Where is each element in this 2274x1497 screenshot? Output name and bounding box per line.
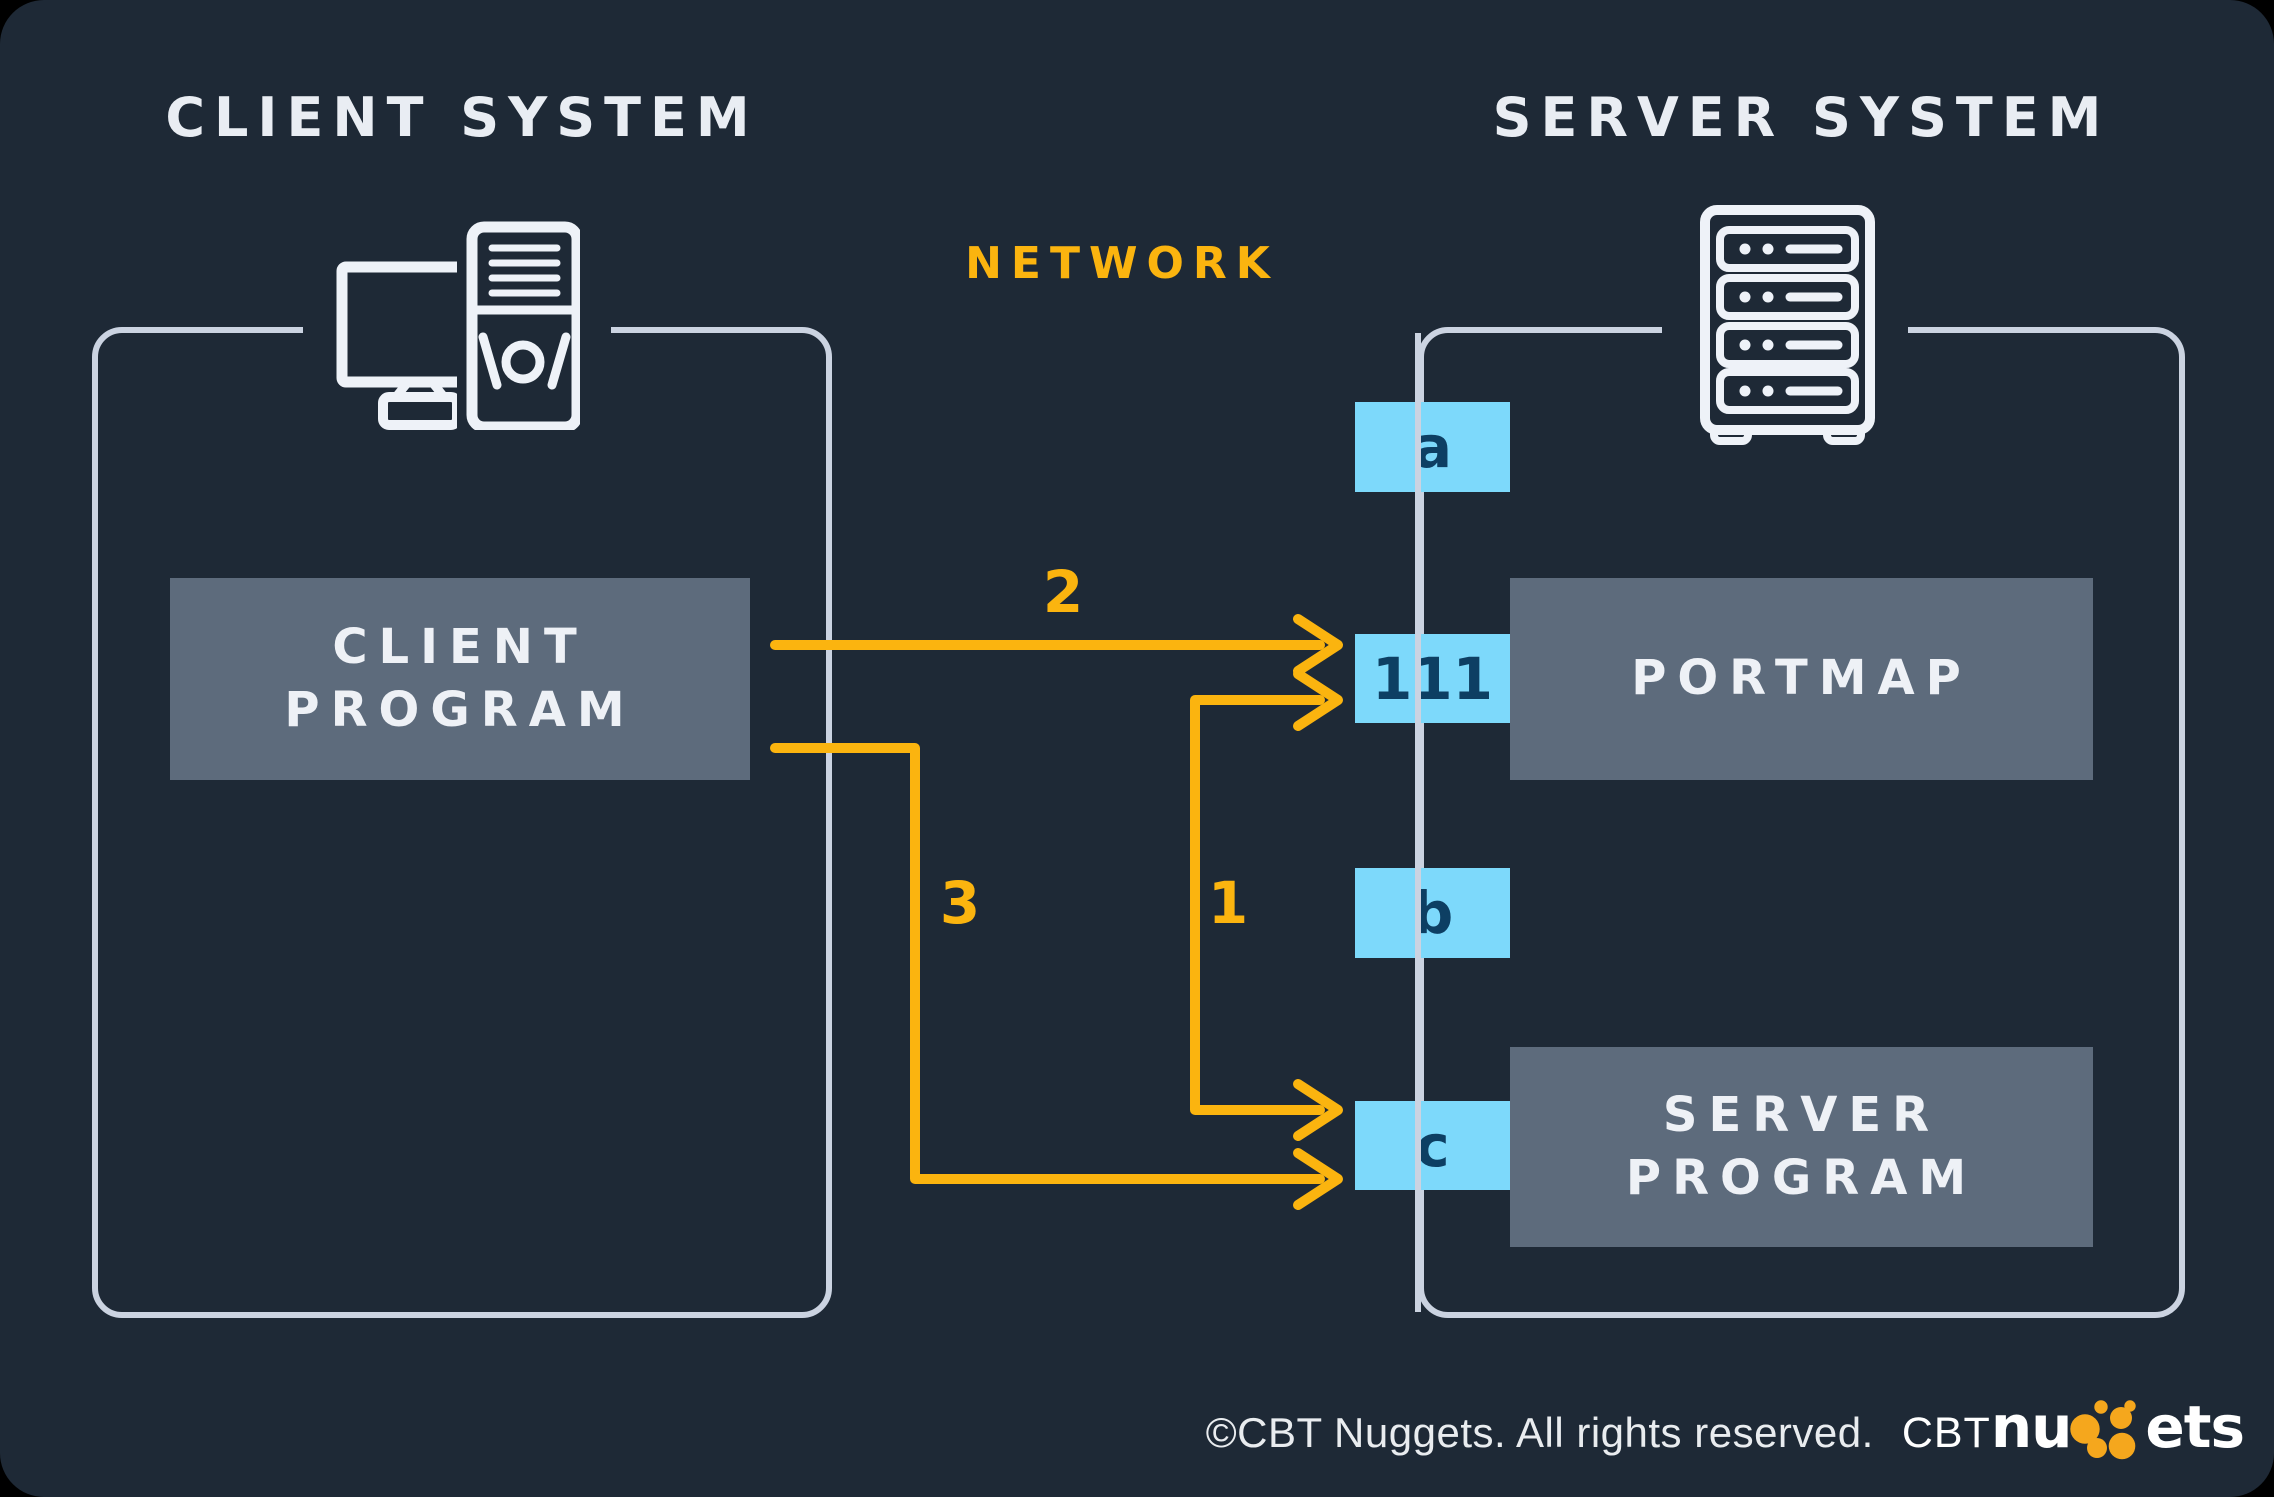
client-program-label-line1: CLIENT <box>332 618 588 675</box>
arrow-label-2: 2 <box>1042 558 1084 626</box>
portmap-box: PORTMAP <box>1510 578 2093 780</box>
client-program-label-line2: PROGRAM <box>284 682 636 738</box>
arrow-label-3: 3 <box>939 869 981 937</box>
server-system-title: SERVER SYSTEM <box>1492 86 2111 149</box>
arrow-2-head <box>1293 614 1343 676</box>
port-box-b: b <box>1355 868 1510 958</box>
arrow-3-line <box>770 743 1325 1184</box>
arrow-1-head-server <box>1293 1079 1343 1141</box>
port-box-a: a <box>1355 402 1510 492</box>
client-system-title: CLIENT SYSTEM <box>165 86 759 149</box>
tower-power-button <box>501 340 545 384</box>
server-program-label-line2: PROGRAM <box>1625 1150 1978 1206</box>
monitor-stand-base <box>378 392 462 430</box>
port-box-111: 111 <box>1355 634 1510 723</box>
footer-copyright: ©CBT Nuggets. All rights reserved. <box>1205 1409 1874 1456</box>
logo-ets-text: ets <box>2145 1393 2245 1461</box>
tower-shape <box>466 221 580 430</box>
server-program-box: SERVER PROGRAM <box>1510 1047 2093 1247</box>
footer: ©CBT Nuggets. All rights reserved.CBTnu … <box>1205 1390 2245 1464</box>
client-program-box: CLIENT PROGRAM <box>170 578 750 780</box>
port-box-c: c <box>1355 1101 1510 1190</box>
server-rack-icon <box>1700 205 1875 445</box>
logo-nugget-dots-icon <box>2070 1400 2137 1460</box>
logo-nu-text: nu <box>1990 1393 2073 1461</box>
monitor-shape <box>336 261 481 388</box>
arrow-label-1: 1 <box>1207 869 1249 937</box>
portmap-label: PORTMAP <box>1631 650 1972 707</box>
server-program-label-line1: SERVER <box>1662 1086 1941 1143</box>
arrow-1-head-portmap <box>1293 669 1343 731</box>
network-label: NETWORK <box>965 238 1279 289</box>
desktop-computer-icon <box>336 220 580 430</box>
server-border-line <box>1415 333 1421 1312</box>
client-system-outline <box>92 327 832 1318</box>
arrow-3-head <box>1293 1148 1343 1210</box>
logo-cbt-text: CBT <box>1901 1409 1991 1457</box>
